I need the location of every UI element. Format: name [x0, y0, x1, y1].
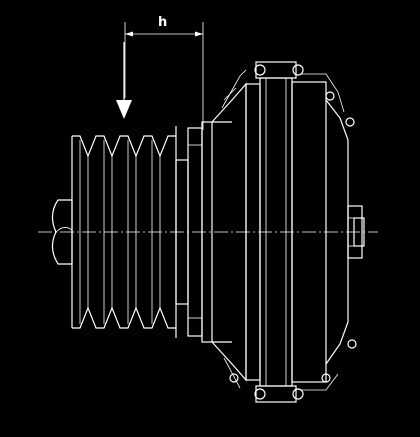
dimension-label: h: [158, 15, 167, 30]
flange-bolts: [229, 64, 357, 400]
dimension-h: h: [124, 15, 204, 130]
force-arrow: [116, 42, 132, 119]
